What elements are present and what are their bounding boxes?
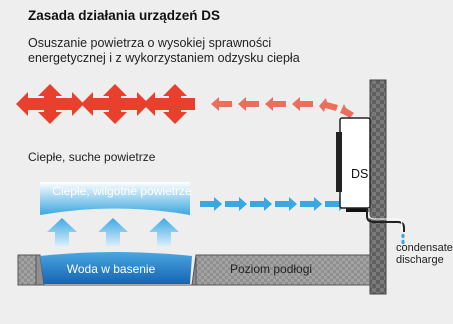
warm-cross-1 xyxy=(16,84,84,124)
diagram-title: Zasada działania urządzeń DS xyxy=(28,8,221,23)
ds-unit xyxy=(336,117,371,212)
condensate-line-2: discharge xyxy=(396,254,444,266)
return-arrow-5 xyxy=(319,98,338,112)
subtitle-line-2: energetycznej i z wykorzystaniem odzysku… xyxy=(28,51,300,65)
label-condensate-discharge: condensate discharge xyxy=(396,242,453,266)
warm-return-arrows xyxy=(211,97,354,118)
warm-cross-3 xyxy=(143,84,195,124)
return-arrow-6 xyxy=(340,104,354,118)
water-drops xyxy=(401,233,405,245)
humid-flow-arrows xyxy=(200,197,347,211)
humid-arrow-2 xyxy=(225,197,247,211)
evaporation-arrows xyxy=(47,218,179,246)
humid-arrow-4 xyxy=(275,197,297,211)
return-arrow-4 xyxy=(292,97,313,111)
condensate-line-1: condensate xyxy=(396,242,453,254)
return-arrow-2 xyxy=(238,97,259,111)
return-arrow-3 xyxy=(265,97,286,111)
humid-arrow-1 xyxy=(200,197,222,211)
condensate-pipe xyxy=(366,208,405,232)
diagram-subtitle: Osuszanie powietrza o wysokiej sprawnośc… xyxy=(28,36,300,66)
humid-arrow-5 xyxy=(300,197,322,211)
up-arrow-1 xyxy=(47,218,77,246)
condensate-pipe-inner xyxy=(368,208,403,232)
humid-air-zone xyxy=(40,182,190,215)
pool-water xyxy=(40,252,192,284)
subtitle-line-1: Osuszanie powietrza o wysokiej sprawnośc… xyxy=(28,36,272,50)
label-warm-humid-air: Ciepłe, wilgotne powietrze xyxy=(52,184,192,198)
wall xyxy=(369,79,387,295)
up-arrow-3 xyxy=(149,218,179,246)
floor-left xyxy=(17,254,37,286)
label-ds-unit: DS xyxy=(351,167,369,181)
return-arrow-1 xyxy=(211,97,232,111)
warm-cross-2 xyxy=(81,84,149,124)
label-floor-level: Poziom podłogi xyxy=(230,262,313,276)
up-arrow-2 xyxy=(98,218,128,246)
humid-arrow-3 xyxy=(250,197,272,211)
label-warm-dry-air: Ciepłe, suche powietrze xyxy=(28,150,156,164)
warm-air-arrows xyxy=(16,84,195,124)
label-pool-water: Woda w basenie xyxy=(66,262,156,276)
